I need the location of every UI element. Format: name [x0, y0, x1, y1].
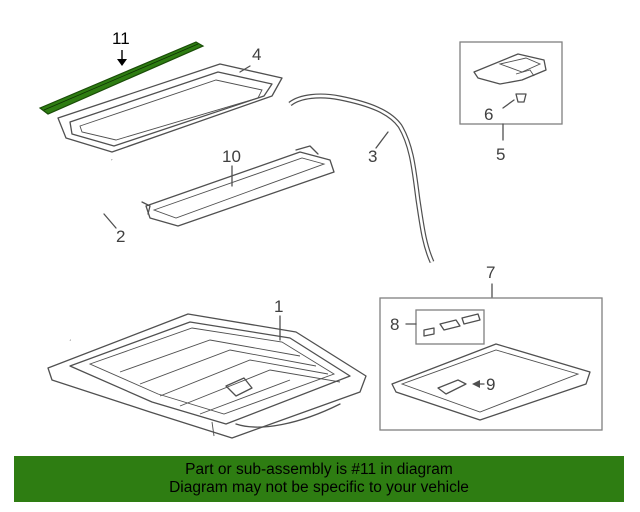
- part-4-glass-panel[interactable]: 4: [57, 45, 283, 153]
- callout-8: 8: [390, 315, 399, 334]
- callout-2: 2: [116, 227, 125, 246]
- part-5-box[interactable]: 6 5: [459, 41, 563, 164]
- callout-7: 7: [486, 263, 495, 282]
- footer-line-1: Part or sub-assembly is #11 in diagram: [185, 461, 453, 478]
- callout-1: 1: [274, 297, 283, 316]
- part-2-drain-hose[interactable]: 2: [45, 159, 125, 342]
- part-9-sunshade[interactable]: 9: [391, 343, 591, 421]
- part-8-clips[interactable]: 8: [390, 309, 485, 345]
- footer-line-2: Diagram may not be specific to your vehi…: [169, 479, 469, 496]
- part-10-wind-deflector[interactable]: 10: [141, 145, 335, 227]
- part-3-drain-hose[interactable]: 3: [288, 93, 435, 264]
- callout-4: 4: [252, 45, 261, 64]
- footer-banner: Part or sub-assembly is #11 in diagram D…: [14, 456, 624, 502]
- callout-9: 9: [486, 375, 495, 394]
- callout-10: 10: [222, 147, 241, 166]
- callout-6: 6: [484, 105, 493, 124]
- callout-5: 5: [496, 145, 505, 164]
- part-7-box[interactable]: 7 8 9: [379, 263, 603, 431]
- callout-11: 11: [112, 29, 130, 48]
- part-11-weatherstrip[interactable]: 11: [38, 29, 205, 115]
- callout-3: 3: [368, 147, 377, 166]
- part-1-sunroof-housing[interactable]: 1: [47, 297, 367, 439]
